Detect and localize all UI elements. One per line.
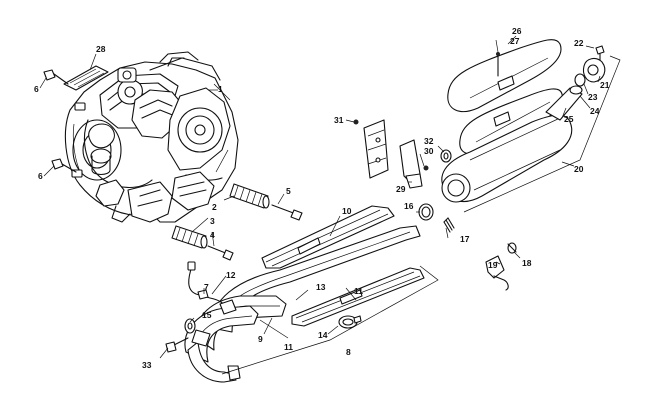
callout-16: 16 bbox=[404, 201, 414, 211]
gasket-23 bbox=[574, 73, 586, 87]
callout-17: 17 bbox=[460, 234, 470, 244]
callout-23: 23 bbox=[588, 92, 598, 102]
grommet-32 bbox=[440, 149, 452, 163]
callout-8: 8 bbox=[346, 347, 351, 357]
spring-3 bbox=[171, 225, 208, 249]
grommet-18 bbox=[507, 242, 517, 254]
spring-2 bbox=[229, 183, 270, 209]
mount-bracket bbox=[363, 119, 389, 179]
callout-12: 12 bbox=[226, 270, 236, 280]
callout-25: 25 bbox=[564, 114, 574, 124]
callout-32: 32 bbox=[424, 136, 434, 146]
heat-shield-26 bbox=[447, 39, 563, 155]
callout-24: 24 bbox=[590, 106, 600, 116]
muffler-20 bbox=[441, 114, 573, 203]
engine-assembly bbox=[64, 51, 239, 223]
callout-10: 10 bbox=[342, 206, 352, 216]
bracket-29 bbox=[399, 139, 423, 189]
callout-5: 5 bbox=[286, 186, 291, 196]
callout-28: 28 bbox=[96, 44, 106, 54]
callout-labels: 1 2 3 4 5 6 6 7 8 9 10 11 11 12 13 14 15… bbox=[34, 26, 610, 370]
callout-2: 2 bbox=[212, 202, 217, 212]
bolt-22 bbox=[595, 45, 605, 61]
callout-13: 13 bbox=[316, 282, 326, 292]
callout-6-upper: 6 bbox=[34, 84, 39, 94]
clamp-14 bbox=[338, 315, 362, 329]
callout-30: 30 bbox=[424, 146, 434, 156]
callout-11-left: 11 bbox=[284, 342, 293, 352]
callout-27: 27 bbox=[510, 36, 520, 46]
callout-18: 18 bbox=[522, 258, 532, 268]
bolt-27 bbox=[496, 52, 500, 77]
callout-7: 7 bbox=[204, 282, 209, 292]
bolt-31 bbox=[353, 119, 359, 125]
bolt-6-upper bbox=[43, 69, 69, 85]
gasket-15 bbox=[184, 318, 196, 334]
callout-4: 4 bbox=[210, 230, 215, 240]
spark-arrestor-21 bbox=[582, 57, 606, 83]
callout-19: 19 bbox=[488, 260, 498, 270]
callout-6-lower: 6 bbox=[38, 171, 43, 181]
callout-31: 31 bbox=[334, 115, 344, 125]
callout-14: 14 bbox=[318, 330, 328, 340]
callout-1: 1 bbox=[218, 84, 223, 94]
callout-33: 33 bbox=[142, 360, 152, 370]
nut-30 bbox=[423, 165, 429, 171]
heat-shield-10 bbox=[261, 205, 395, 269]
callout-15: 15 bbox=[202, 310, 212, 320]
front-y-pipe bbox=[187, 329, 241, 383]
callout-26: 26 bbox=[512, 26, 522, 36]
callout-21: 21 bbox=[600, 80, 610, 90]
nut-7 bbox=[197, 289, 209, 300]
heat-shield-8 bbox=[291, 267, 425, 327]
leader-lines bbox=[39, 35, 621, 375]
oxygen-sensor-12 bbox=[187, 261, 237, 315]
callout-3: 3 bbox=[210, 216, 215, 226]
callout-9: 9 bbox=[258, 334, 263, 344]
tailpipe-25 bbox=[545, 85, 583, 121]
label-decal-28 bbox=[63, 65, 109, 91]
callout-11-right: 11 bbox=[354, 286, 363, 296]
spring-17 bbox=[443, 217, 455, 233]
callout-20: 20 bbox=[574, 164, 584, 174]
callout-29: 29 bbox=[396, 184, 406, 194]
bolt-4 bbox=[207, 245, 234, 261]
callout-22: 22 bbox=[574, 38, 584, 48]
bolt-5 bbox=[271, 204, 303, 221]
gasket-16 bbox=[418, 203, 434, 221]
bracket-19 bbox=[485, 255, 509, 291]
